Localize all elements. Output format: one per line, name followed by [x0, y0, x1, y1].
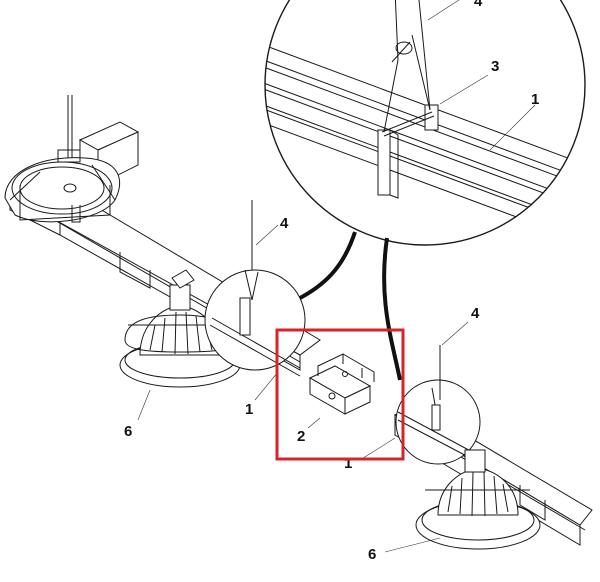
left-small-magnifier	[137, 200, 306, 421]
left-callout-4: 4	[280, 215, 289, 232]
detail-callout-4: 4	[474, 0, 483, 10]
part-2-highlight	[275, 328, 405, 461]
detail-callout-1: 1	[531, 91, 539, 108]
right-callout-4: 4	[471, 305, 480, 322]
left-feeder-pan	[119, 269, 241, 388]
right-callout-1: 1	[344, 455, 352, 472]
left-callout-6: 6	[124, 423, 132, 440]
detail-magnifier: 4 3 1	[264, 0, 586, 246]
winch-unit	[4, 95, 120, 223]
right-small-magnifier	[359, 321, 481, 465]
detail-callout-3: 3	[491, 58, 499, 75]
left-callout-1: 1	[245, 401, 253, 418]
detail-clamp	[377, 0, 439, 199]
right-callout-6: 6	[368, 546, 376, 563]
right-feeder-pan	[384, 449, 541, 553]
center-callout-2: 2	[297, 428, 305, 445]
connector-sleeve-part-2	[308, 353, 375, 415]
